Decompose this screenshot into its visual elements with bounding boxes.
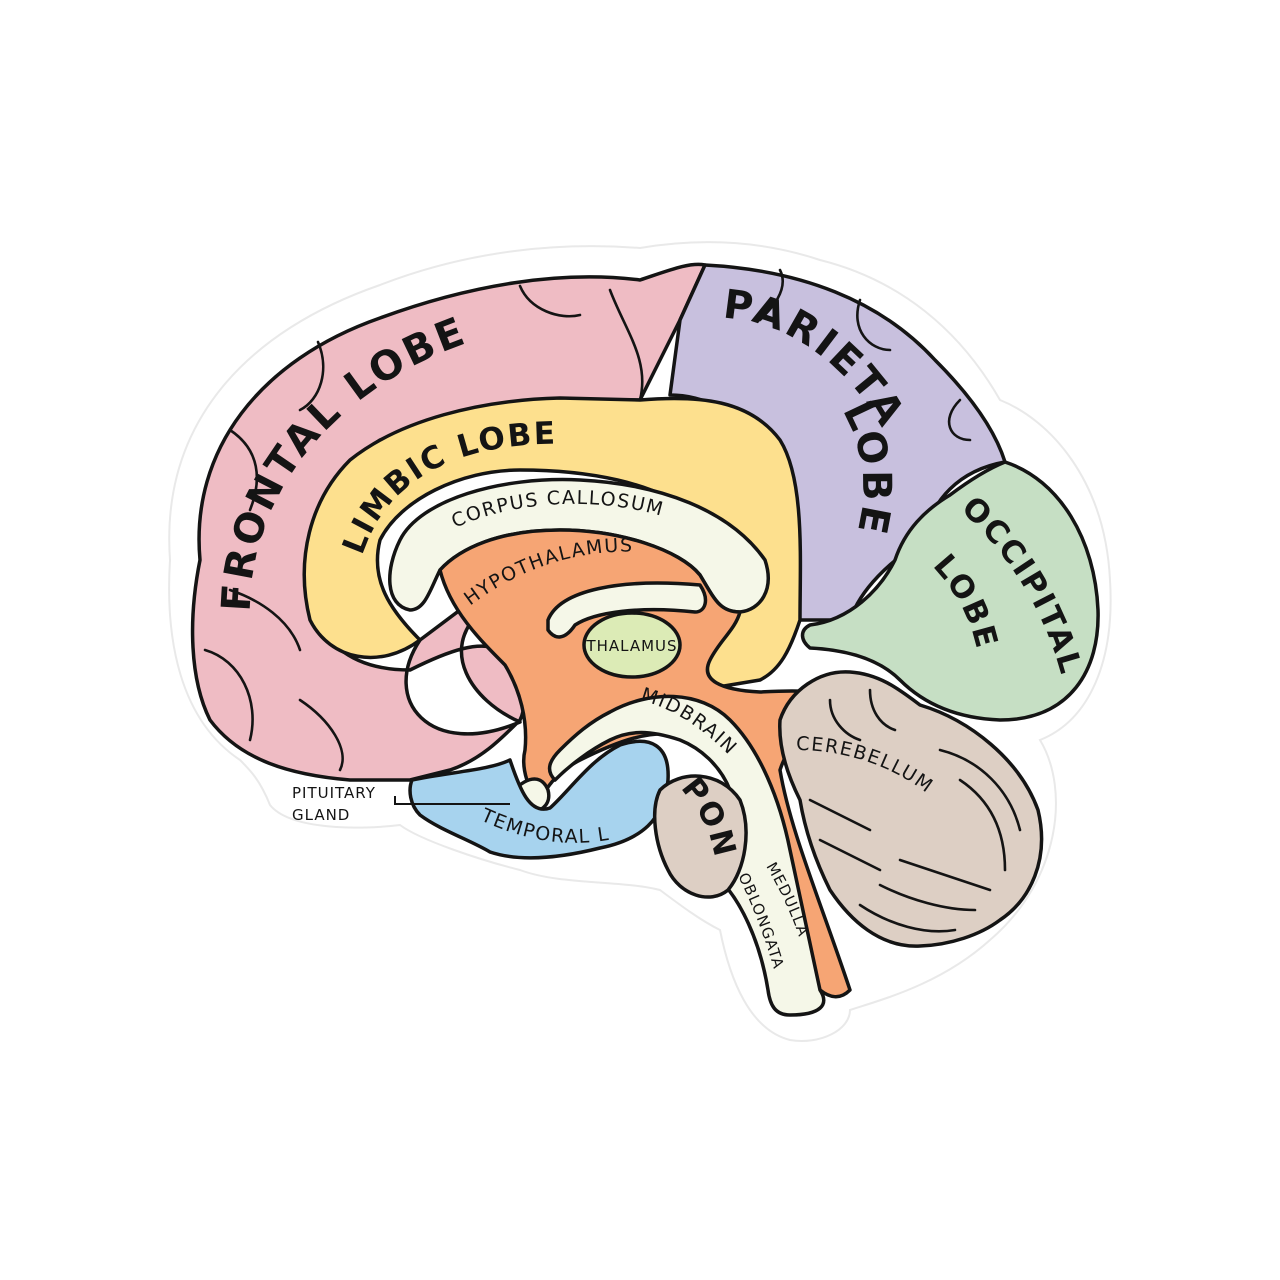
cerebellum-fold (938, 748, 1022, 832)
parietal-fold (947, 398, 972, 442)
cerebellum-region (778, 670, 1044, 948)
parietal-fold (758, 268, 784, 322)
cerebellum-fold (858, 903, 957, 933)
cerebellum-fold (828, 698, 862, 742)
cerebellum-fold (818, 838, 882, 872)
cerebellum-fold (878, 883, 977, 912)
cerebellum-fold (898, 858, 992, 892)
thalamus-region (582, 611, 682, 679)
parietal-fold (856, 298, 892, 352)
frontal-fold (518, 284, 582, 318)
temporal-lobe-region (408, 739, 670, 860)
cerebellum-fold (958, 778, 1007, 872)
limbic-lobe-region (302, 396, 803, 692)
occipital-lobe-region (800, 460, 1100, 722)
frontal-fold (608, 288, 644, 402)
thalamus-label: THALAMUS (585, 637, 677, 655)
cerebellum-fold (808, 798, 872, 832)
fornix-band (546, 581, 708, 639)
frontal-fold (298, 340, 325, 412)
frontal-fold (228, 428, 259, 512)
pons-region (653, 774, 748, 899)
cerebellum-fold (868, 688, 897, 732)
frontal-fold (203, 648, 254, 742)
pituitary-label-line1: PITUITARY (292, 784, 376, 802)
frontal-fold (298, 698, 344, 772)
frontal-fold (228, 588, 302, 652)
pituitary-label-line2: GLAND (292, 806, 350, 824)
pituitary-pointer-line (394, 796, 510, 805)
